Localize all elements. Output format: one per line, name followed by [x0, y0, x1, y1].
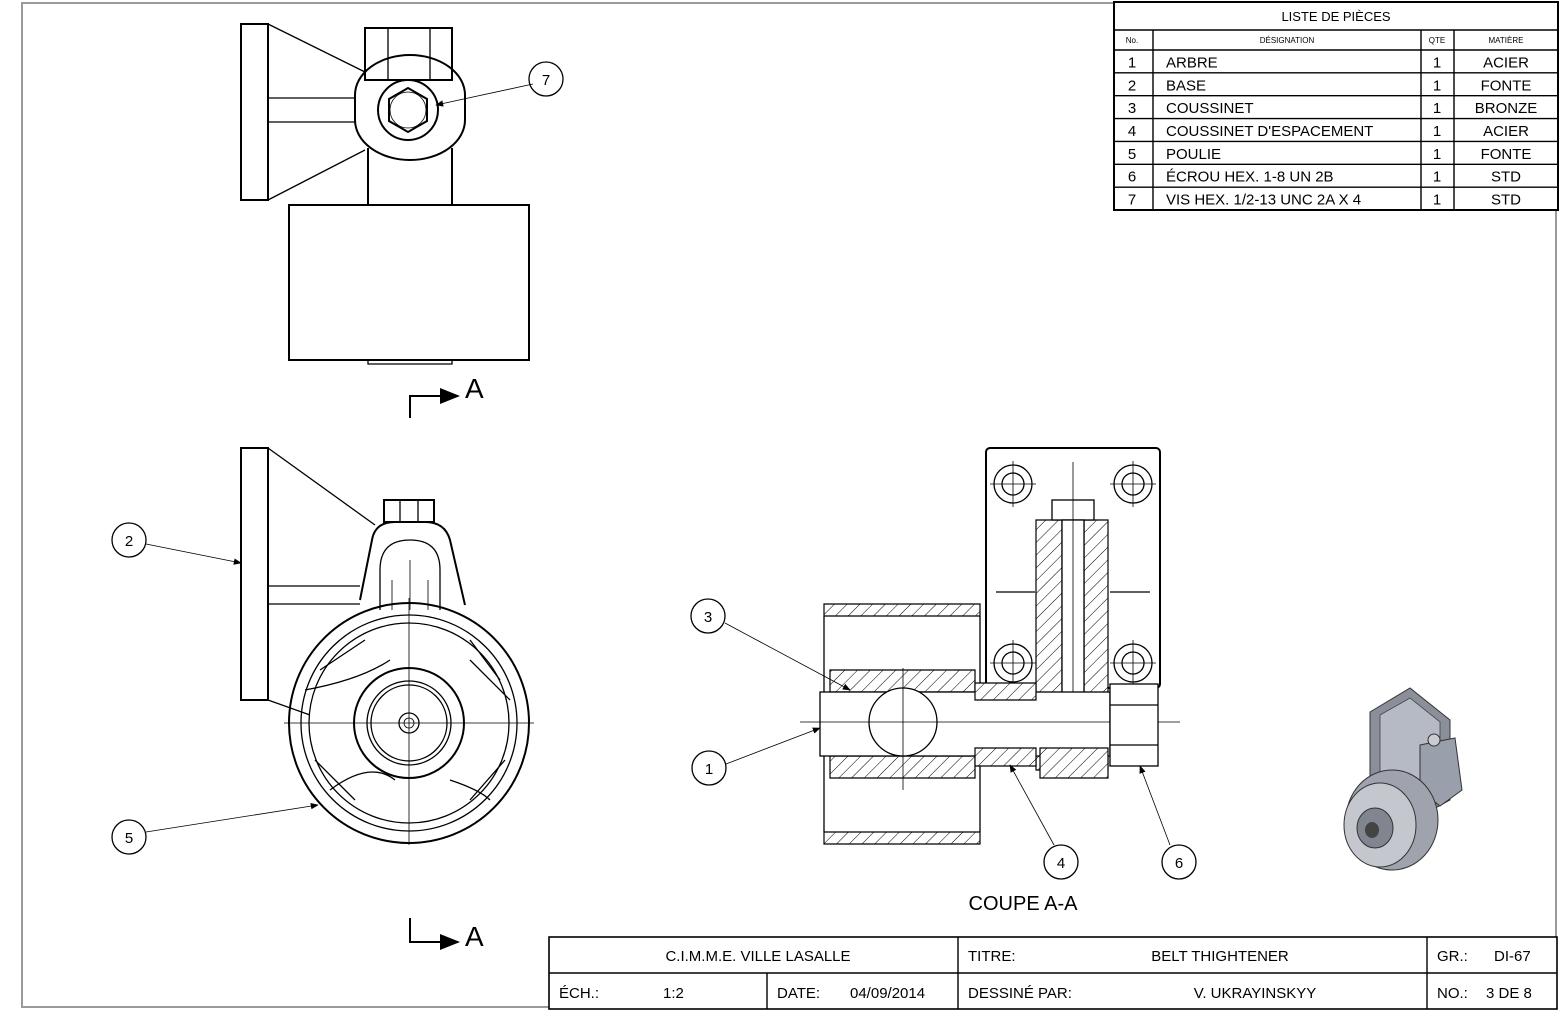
parts-cell: FONTE — [1481, 146, 1532, 163]
sheet-no-value: 3 DE 8 — [1486, 985, 1532, 1002]
balloon-1: 1 — [691, 750, 727, 786]
section-arrow-bottom: A — [409, 918, 484, 952]
parts-cell: ARBRE — [1166, 54, 1218, 71]
parts-cell: 3 — [1128, 100, 1136, 117]
svg-text:3: 3 — [704, 609, 712, 626]
parts-cell: 6 — [1128, 169, 1136, 186]
parts-cell: 1 — [1433, 54, 1441, 71]
titre-label: TITRE: — [968, 948, 1016, 965]
balloon-5: 5 — [111, 819, 147, 855]
parts-cell: BASE — [1166, 77, 1206, 94]
gr-label: GR.: — [1437, 948, 1468, 965]
svg-text:2: 2 — [125, 533, 133, 550]
parts-cell: ACIER — [1483, 123, 1529, 140]
parts-cell: ÉCROU HEX. 1-8 UN 2B — [1166, 169, 1334, 186]
section-label-bottom: A — [465, 921, 484, 952]
parts-cell: COUSSINET — [1166, 100, 1254, 117]
parts-header-matiere: MATIÈRE — [1489, 36, 1524, 45]
svg-text:5: 5 — [125, 830, 133, 847]
section-arrow-top: A — [409, 373, 484, 418]
drawn-by-label: DESSINÉ PAR: — [968, 985, 1072, 1002]
scale-value: 1:2 — [663, 985, 684, 1002]
front-view — [240, 447, 534, 845]
parts-header-no: No. — [1126, 36, 1138, 45]
gr-value: DI-67 — [1494, 948, 1531, 965]
parts-cell: 1 — [1433, 100, 1441, 117]
parts-cell: 7 — [1128, 192, 1136, 209]
parts-cell: VIS HEX. 1/2-13 UNC 2A X 4 — [1166, 192, 1361, 209]
parts-list-table: LISTE DE PIÈCES No. DÉSIGNATION QTE MATI… — [1113, 1, 1559, 211]
parts-cell: STD — [1491, 169, 1521, 186]
parts-cell: 5 — [1128, 146, 1136, 163]
parts-cell: FONTE — [1481, 77, 1532, 94]
parts-cell: 1 — [1433, 192, 1441, 209]
drawing-title: BELT THIGHTENER — [1151, 948, 1289, 965]
parts-cell: 2 — [1128, 77, 1136, 94]
date-label: DATE: — [777, 985, 820, 1002]
leader-lines — [145, 83, 1171, 846]
school-name: C.I.M.M.E. VILLE LASALLE — [665, 948, 850, 965]
parts-cell: 4 — [1128, 123, 1136, 140]
balloon-3: 3 — [690, 598, 726, 634]
scale-label: ÉCH.: — [559, 985, 599, 1002]
isometric-view — [1343, 687, 1463, 871]
parts-cell: ACIER — [1483, 54, 1529, 71]
mounting-hole — [990, 461, 1156, 686]
svg-text:4: 4 — [1057, 855, 1065, 872]
balloon-2: 2 — [111, 522, 147, 558]
drawn-by-value: V. UKRAYINSKYY — [1194, 985, 1317, 1002]
parts-cell: POULIE — [1166, 146, 1221, 163]
parts-cell: BRONZE — [1475, 100, 1538, 117]
parts-header-qte: QTE — [1429, 36, 1445, 45]
top-view — [240, 23, 530, 365]
parts-cell: 1 — [1433, 146, 1441, 163]
title-block: C.I.M.M.E. VILLE LASALLE TITRE: BELT THI… — [548, 936, 1558, 1010]
parts-cell: 1 — [1128, 54, 1136, 71]
parts-cell: 1 — [1433, 123, 1441, 140]
sheet-no-label: NO.: — [1437, 985, 1468, 1002]
svg-text:6: 6 — [1175, 855, 1183, 872]
parts-list-title: LISTE DE PIÈCES — [1281, 9, 1390, 24]
parts-header-designation: DÉSIGNATION — [1260, 36, 1315, 45]
svg-text:1: 1 — [705, 761, 713, 778]
section-label-top: A — [465, 373, 484, 404]
svg-text:7: 7 — [542, 72, 550, 89]
section-view — [800, 447, 1180, 845]
parts-cell: STD — [1491, 192, 1521, 209]
balloon-4: 4 — [1043, 844, 1079, 880]
section-caption: COUPE A-A — [969, 893, 1079, 915]
balloon-7: 7 — [528, 61, 564, 97]
balloon-6: 6 — [1161, 844, 1197, 880]
parts-cell: 1 — [1433, 77, 1441, 94]
parts-cell: COUSSINET D'ESPACEMENT — [1166, 123, 1373, 140]
parts-cell: 1 — [1433, 169, 1441, 186]
date-value: 04/09/2014 — [850, 985, 925, 1002]
